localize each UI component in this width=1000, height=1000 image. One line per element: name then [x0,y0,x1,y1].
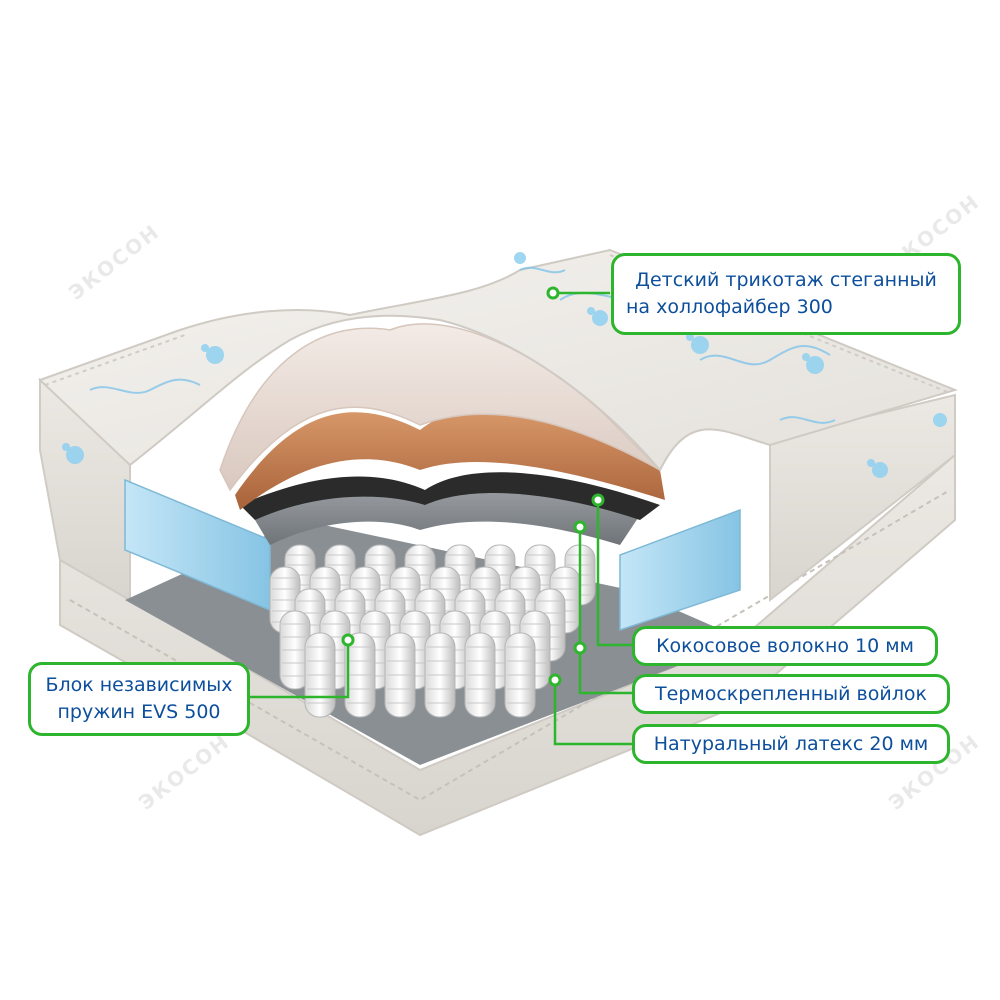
dot-springs [341,633,355,647]
coconut-layer [235,406,665,510]
coconut-label: Кокосовое волокно 10 мм [656,634,914,657]
dot-felt [573,520,587,534]
cover-animal-motifs [62,252,947,478]
foam-block-right [619,508,741,632]
leader-latex [553,680,632,746]
cover-label-line1: Детский трикотаж стеганный [635,269,937,291]
springs-label-line2: пружин EVS 500 [57,701,221,723]
leader-felt [578,527,632,695]
dot-cover [546,286,560,300]
spring-coil [344,632,376,718]
spring-coil [464,632,496,718]
latex-label: Натуральный латекс 20 мм [653,732,929,755]
leader-dots [341,286,605,687]
callout-felt: Термоскрепленный войлок [632,674,950,714]
spring-coil [304,632,336,718]
leader-springs [248,640,350,699]
callout-cover: Детский трикотаж стеганный на холлофайбе… [611,253,961,335]
mattress-right-wall [769,393,956,603]
callout-latex: Натуральный латекс 20 мм [632,724,950,764]
dot-latex-upper [573,641,587,655]
springs-label-line1: Блок независимых [45,674,233,696]
callout-springs: Блок независимых пружин EVS 500 [28,662,250,736]
felt-label: Термоскрепленный войлок [655,682,927,705]
leader-lines [248,291,632,746]
spring-coil [424,632,456,718]
dot-coconut [591,493,605,507]
callout-coconut: Кокосовое волокно 10 мм [632,626,938,666]
leader-coconut [596,500,632,647]
latex-layer [240,472,660,520]
dot-latex [548,673,562,687]
cover-label-line2: на холлофайбер 300 [626,296,833,318]
cover-stitch [44,254,951,394]
spring-coil [384,632,416,718]
spring-coil [504,632,536,718]
felt-layer [255,482,640,545]
